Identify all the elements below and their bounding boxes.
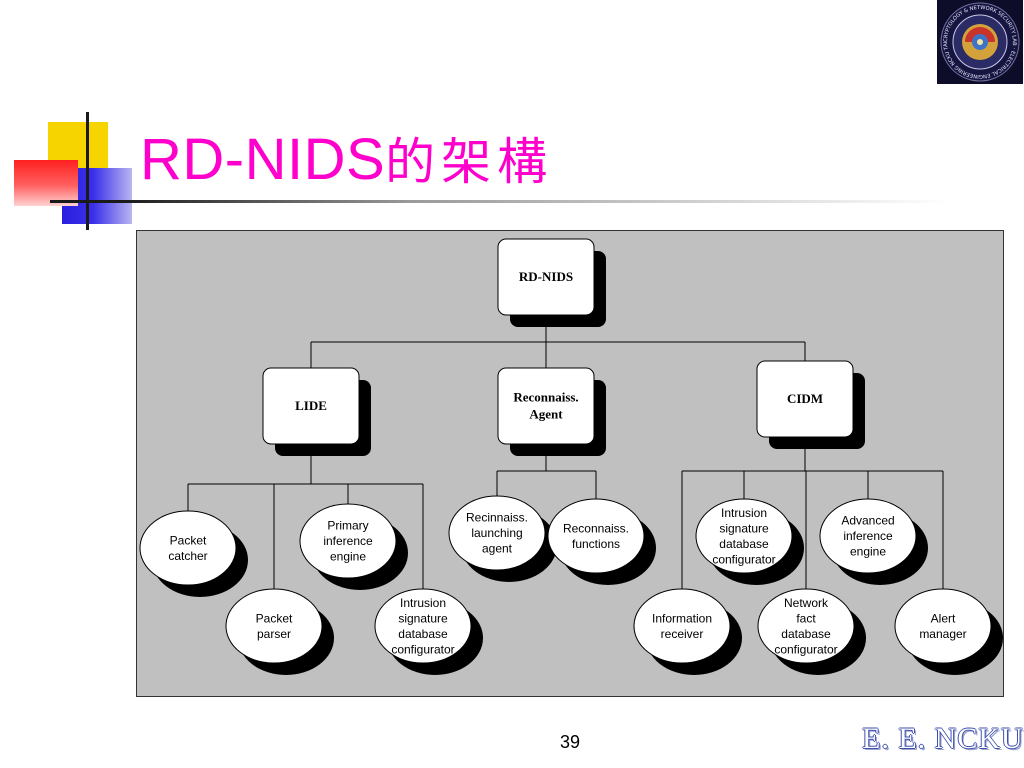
node-reconnaiss-agent-reconnaiss-functions-label: functions [572, 537, 620, 551]
node-reconnaiss-agent-reconnaiss-functions-label: Reconnaiss. [563, 521, 629, 535]
node-reconnaiss-agent-reconnaiss-functions-shape [547, 498, 645, 574]
node-lide-packet-parser-label: parser [257, 627, 291, 641]
node-cidm-advanced-inference-engine-shape [819, 498, 917, 574]
node-lide-packet-parser-shape [225, 588, 323, 664]
node-lide-intrusion-signature-database-configurator-shape [374, 588, 472, 664]
node-cidm-intrusion-signature-database-configurator-shape [695, 498, 793, 574]
node-lide-packet-catcher: Packet catcher [139, 510, 248, 597]
node-reconnaiss-agent-label: Agent [529, 407, 563, 422]
node-lide-packet-catcher-label: Packet [170, 533, 207, 547]
node-rd-nids-label: RD-NIDS [519, 269, 573, 284]
node-cidm-intrusion-signature-database-configurator-label: database [719, 537, 769, 551]
node-lide-packet-catcher-label: catcher [168, 549, 207, 563]
node-lide-box [262, 367, 360, 445]
node-cidm-intrusion-signature-database-configurator-label: Intrusion [721, 506, 767, 520]
footer-brand: E. E. NCKU [862, 722, 1024, 755]
slide-title-latin: RD-NIDS [140, 127, 386, 192]
node-lide-primary-inference-engine-label: inference [323, 534, 373, 548]
page-number: 39 [560, 732, 581, 752]
node-cidm-label: CIDM [787, 391, 823, 406]
slide-title: RD-NIDS的架構 [140, 122, 553, 194]
node-cidm-network-fact-database-configurator-label: Network [784, 596, 829, 610]
node-cidm-alert-manager-label: Alert [931, 611, 956, 625]
node-lide-primary-inference-engine-shape [299, 503, 397, 579]
node-lide-packet-parser-label: Packet [256, 611, 293, 625]
node-rd-nids-box [497, 238, 595, 316]
node-reconnaiss-agent-reconnaiss-functions: Reconnaiss. functions [547, 498, 656, 585]
decor-red-square [14, 160, 78, 206]
node-reconnaiss-agent-recinnaiss-launching-agent-shape [448, 495, 546, 571]
node-cidm-intrusion-signature-database-configurator-label: signature [719, 521, 769, 535]
node-lide-packet-catcher-shape [139, 510, 237, 586]
node-lide-primary-inference-engine-label: engine [330, 550, 366, 564]
node-rd-nids: RD-NIDS [497, 238, 606, 327]
node-lide-label: LIDE [295, 398, 327, 413]
node-cidm-alert-manager: Alert manager [894, 588, 1003, 675]
node-cidm-alert-manager-label: manager [919, 627, 966, 641]
title-underline [50, 200, 950, 203]
node-cidm-network-fact-database-configurator-shape [757, 588, 855, 664]
node-cidm-network-fact-database-configurator-label: configurator [774, 642, 837, 656]
node-reconnaiss-agent-recinnaiss-launching-agent: Recinnaiss.launching agent [448, 495, 557, 582]
node-lide-intrusion-signature-database-configurator-label: database [398, 627, 448, 641]
node-reconnaiss-agent-recinnaiss-launching-agent-label: agent [482, 542, 513, 556]
node-reconnaiss-agent-box [497, 367, 595, 445]
node-cidm-intrusion-signature-database-configurator-label: configurator [712, 552, 775, 566]
node-cidm-information-receiver: Information receiver [633, 588, 742, 675]
node-cidm-advanced-inference-engine-label: engine [850, 545, 886, 559]
node-reconnaiss-agent-label: Reconnaiss. [513, 390, 578, 405]
node-lide-intrusion-signature-database-configurator-label: Intrusion [400, 596, 446, 610]
node-cidm-advanced-inference-engine-label: Advanced [841, 514, 894, 528]
node-reconnaiss-agent-recinnaiss-launching-agent-label: launching [471, 526, 522, 540]
node-reconnaiss-agent: Reconnaiss. Agent [497, 367, 606, 456]
decor-vertical-line [86, 112, 89, 230]
slide-title-cjk: 的架構 [385, 133, 554, 191]
node-cidm-box [756, 360, 854, 438]
node-lide-primary-inference-engine-label: Primary [327, 519, 368, 533]
node-cidm: CIDM [756, 360, 865, 449]
node-cidm-information-receiver-label: receiver [661, 627, 704, 641]
node-cidm-advanced-inference-engine-label: inference [843, 529, 893, 543]
node-lide: LIDE [262, 367, 371, 456]
node-lide-packet-parser: Packet parser [225, 588, 334, 675]
node-cidm-alert-manager-shape [894, 588, 992, 664]
node-lide-intrusion-signature-database-configurator-label: signature [398, 611, 448, 625]
node-cidm-information-receiver-label: Information [652, 611, 712, 625]
node-lide-intrusion-signature-database-configurator-label: configurator [391, 642, 454, 656]
node-cidm-information-receiver-shape [633, 588, 731, 664]
lab-logo: CRYPTOLOGY & NETWORK SECURITY LAB · ELEC… [937, 0, 1023, 84]
node-reconnaiss-agent-recinnaiss-launching-agent-label: Recinnaiss. [466, 511, 528, 525]
node-cidm-network-fact-database-configurator-label: database [781, 627, 831, 641]
node-cidm-network-fact-database-configurator-label: fact [796, 611, 816, 625]
